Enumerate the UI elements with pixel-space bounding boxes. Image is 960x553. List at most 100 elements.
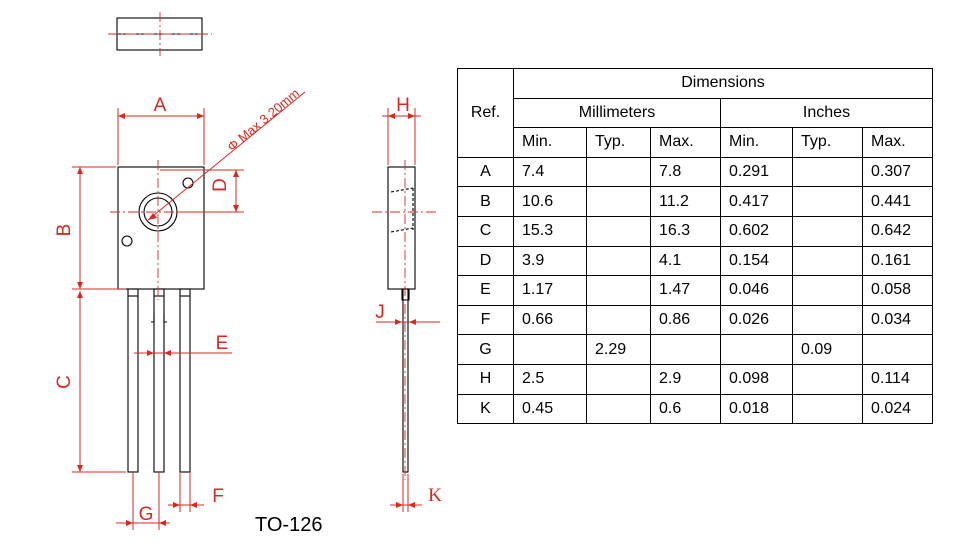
value-cell	[792, 275, 863, 306]
table-header-row: Ref. Dimensions	[457, 68, 933, 158]
value-cell	[586, 215, 651, 247]
table-group-row: Millimeters Inches	[458, 97, 933, 129]
ref-cell: B	[457, 186, 514, 217]
ref-cell: D	[457, 245, 514, 277]
ref-cell: H	[457, 363, 514, 395]
ref-cell: C	[457, 215, 514, 247]
value-cell: 0.046	[720, 275, 793, 306]
dim-label-b: B	[54, 224, 75, 237]
value-cell: 0.291	[720, 156, 793, 188]
dim-label-g: G	[139, 504, 154, 525]
value-cell	[650, 334, 721, 365]
value-cell: 0.098	[720, 363, 793, 395]
subheader-in-max: Max.	[862, 127, 933, 158]
value-cell: 10.6	[513, 186, 587, 217]
value-cell: 0.024	[862, 393, 933, 425]
subheader-in-typ: Typ.	[792, 127, 863, 158]
table-subheader-row: Min. Typ. Max. Min. Typ. Max.	[458, 127, 933, 158]
value-cell: 3.9	[513, 245, 587, 277]
value-cell	[792, 156, 863, 188]
ref-cell: F	[457, 304, 514, 336]
dim-label-h: H	[396, 95, 410, 116]
table-title: Dimensions	[513, 68, 933, 99]
dim-label-j: J	[375, 302, 385, 323]
subheader-in-min: Min.	[720, 127, 793, 158]
package-outline-drawing: A B C D E F G H J K Φ Max 3.20mm	[54, 12, 442, 530]
package-name: TO-126	[255, 514, 323, 536]
dim-label-a: A	[154, 95, 167, 116]
dim-label-c: C	[54, 375, 75, 389]
value-cell	[586, 245, 651, 277]
side-view-lead	[402, 288, 409, 473]
ref-cell: K	[457, 393, 514, 425]
group-inches: Inches	[720, 97, 933, 129]
value-cell: 2.29	[586, 334, 651, 365]
value-cell: 1.47	[650, 275, 721, 306]
ref-cell: E	[457, 275, 514, 306]
value-cell: 11.2	[650, 186, 721, 217]
value-cell: 2.9	[650, 363, 721, 395]
value-cell: 0.441	[862, 186, 933, 217]
value-cell: 0.026	[720, 304, 793, 336]
value-cell: 4.1	[650, 245, 721, 277]
value-cell	[792, 393, 863, 425]
value-cell	[586, 393, 651, 425]
value-cell: 7.4	[513, 156, 587, 188]
value-cell: 15.3	[513, 215, 587, 247]
ref-cell: A	[457, 156, 514, 188]
subheader-mm-typ: Typ.	[586, 127, 651, 158]
lead-center	[153, 288, 165, 473]
value-cell: 0.642	[862, 215, 933, 247]
dim-label-f: F	[212, 486, 224, 507]
value-cell	[586, 304, 651, 336]
value-cell: 0.161	[862, 245, 933, 277]
table-row: G 2.29 0.09	[457, 334, 933, 365]
value-cell: 0.307	[862, 156, 933, 188]
subheader-mm-min: Min.	[513, 127, 587, 158]
value-cell	[792, 245, 863, 277]
value-cell	[720, 334, 793, 365]
value-cell	[586, 363, 651, 395]
lead-right	[179, 288, 191, 473]
group-millimeters: Millimeters	[513, 97, 721, 129]
value-cell	[513, 334, 587, 365]
ref-cell: G	[457, 334, 514, 365]
value-cell	[792, 363, 863, 395]
value-cell: 16.3	[650, 215, 721, 247]
value-cell	[586, 275, 651, 306]
value-cell	[792, 304, 863, 336]
value-cell	[586, 186, 651, 217]
lead-left	[127, 288, 139, 473]
value-cell	[586, 156, 651, 188]
value-cell: 0.45	[513, 393, 587, 425]
dim-label-e: E	[216, 333, 229, 354]
dimensions-table: Ref. Dimensions Millimeters Inches Min. …	[457, 68, 933, 425]
value-cell	[862, 334, 933, 365]
value-cell: 0.86	[650, 304, 721, 336]
value-cell: 0.6	[650, 393, 721, 425]
value-cell: 0.602	[720, 215, 793, 247]
value-cell: 0.058	[862, 275, 933, 306]
value-cell: 0.034	[862, 304, 933, 336]
value-cell: 0.417	[720, 186, 793, 217]
value-cell: 7.8	[650, 156, 721, 188]
value-cell: 0.018	[720, 393, 793, 425]
hole-diameter-note: Φ Max 3.20mm	[224, 86, 302, 155]
value-cell: 0.66	[513, 304, 587, 336]
subheader-mm-max: Max.	[650, 127, 721, 158]
value-cell: 1.17	[513, 275, 587, 306]
value-cell: 2.5	[513, 363, 587, 395]
dim-label-d: D	[210, 178, 231, 192]
value-cell: 0.154	[720, 245, 793, 277]
value-cell: 0.09	[792, 334, 863, 365]
value-cell	[792, 186, 863, 217]
value-cell: 0.114	[862, 363, 933, 395]
